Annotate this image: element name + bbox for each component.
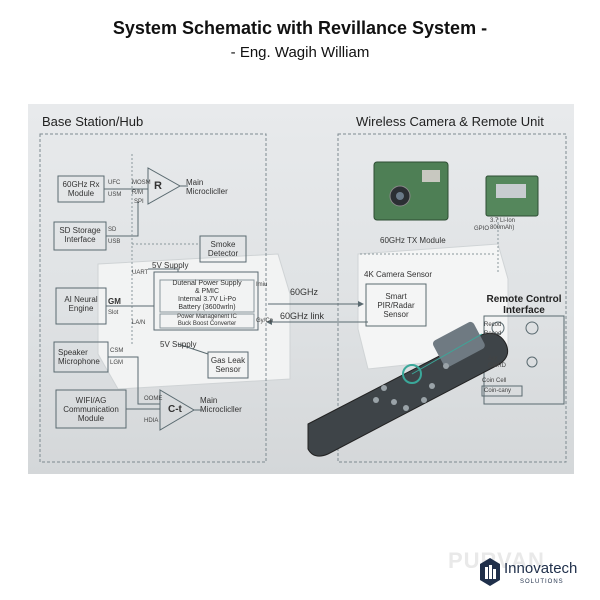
pir-sensor-label: Smart PIR/Radar Sensor (377, 292, 415, 319)
battery-chip (496, 184, 526, 198)
amp-pin-2: R/M (132, 190, 143, 196)
speaker-pin-2: LGM (110, 360, 124, 366)
remote-control-device (307, 332, 509, 457)
remote-node-2 (525, 321, 539, 335)
remote-button-6 (403, 405, 409, 411)
remote-screen (432, 321, 485, 368)
supply-top-label: 5V Supply (152, 261, 189, 270)
speaker-label: Speaker Microphone (58, 348, 100, 366)
remote-control-title: Remote Control Interface (486, 294, 562, 316)
wire-supply (148, 268, 209, 355)
aor-label: Aor CMRD (488, 356, 506, 369)
smoke-detector-box (199, 235, 247, 263)
remote-node-3 (526, 356, 538, 368)
base-station-title: Base Station/Hub (42, 114, 144, 129)
amp-bottom-letter: C-t (168, 404, 182, 415)
remote-unit-title: Wireless Camera & Remote Unit (356, 114, 544, 129)
sd-pin-2: USB (108, 239, 121, 245)
remote-button-4 (429, 383, 435, 389)
buck-box (159, 313, 255, 329)
wire-wifi (108, 356, 202, 411)
brand-sub: SOLUTIONS (520, 579, 564, 585)
ai-engine-label: AI Neural Engine (64, 295, 98, 313)
ai-pin-1: GM (108, 297, 121, 306)
supply-bottom-label: 5V Supply (160, 340, 197, 349)
wire-sd (106, 202, 139, 237)
pmic-box (159, 279, 255, 313)
amplifier-bottom (159, 389, 195, 431)
wifi-module-label: WIFI/AG Communication Module (63, 396, 119, 423)
sd-pin-1: SD (108, 227, 117, 233)
wifi-pin-1: OOME (144, 396, 163, 402)
amp-top-letter: R (154, 180, 162, 192)
link-arrowhead-bottom (266, 319, 272, 325)
wire-bus (131, 154, 200, 344)
smoke-detector-label: Smoke Detector (207, 240, 239, 258)
power-supply-box (153, 271, 259, 331)
base-station-border (39, 133, 267, 463)
base-station-device (97, 253, 291, 390)
gpio-label: GPIO (474, 226, 490, 232)
tx-module-label: 60GHz TX Module (380, 236, 446, 245)
wifi-pin-2: HDIA (144, 418, 159, 424)
main-mcu-bottom-label: Main Microclicller (200, 396, 242, 414)
remote-button-1 (381, 385, 387, 391)
side-pin-1: Imiu (256, 282, 268, 288)
speaker-pin-1: CSM (110, 348, 124, 354)
coin-cell-box (481, 385, 523, 397)
innovatech-logo (480, 558, 500, 586)
rx-pin-1: UFC (108, 180, 121, 186)
rx-pin-2: USM (108, 192, 122, 198)
amp-pin-3: SPI (134, 199, 144, 205)
record-label-2: Recod (484, 331, 502, 337)
power-supply-label: Dutenal Power Supply & PMIC Internal 3.7… (172, 280, 242, 311)
gas-sensor-label: Gas Leak Sensor (210, 356, 246, 374)
main-mcu-top-label: Main Microclicller (186, 178, 228, 196)
gas-sensor-box (207, 351, 249, 379)
pcb-chip (422, 170, 440, 182)
camera-lens-inner (396, 192, 404, 200)
buck-converter-label: Power Managenent IC Buck Boost Converter (177, 314, 237, 327)
remote-unit-border (337, 133, 567, 463)
schematic-drawing (39, 133, 567, 463)
coin-cell-label: Coin Cell (482, 378, 507, 384)
ai-pin-2: Slot (108, 310, 119, 316)
remote-dpad (402, 364, 422, 384)
remote-button-3 (391, 399, 397, 405)
schematic-photo: Base Station/Hub Wireless Camera & Remot… (28, 104, 574, 474)
rx-module-label: 60GHz Rx Module (62, 180, 100, 198)
slot-label-2: LA/N (132, 320, 146, 326)
amplifier-top (147, 167, 182, 205)
remote-button-5 (421, 397, 427, 403)
battery-label: 3.7 Li-Ion 800mAh) (490, 218, 516, 231)
link-arrowhead-top (358, 301, 364, 307)
page-title: System Schematic with Revillance System … (112, 18, 488, 38)
page-subtitle: - Eng. Wagih William (230, 44, 370, 61)
link-label-top: 60GHz (290, 287, 319, 297)
remote-button-2 (373, 397, 379, 403)
coin-cany-label: Coin-cany (484, 388, 512, 394)
link-label-bottom: 60GHz link (280, 311, 325, 321)
amp-pin-1: MOSM (132, 180, 151, 186)
wire-rx (104, 185, 188, 190)
remote-node-1 (491, 321, 505, 335)
remote-signal-line (411, 333, 483, 375)
wire-right-bus (360, 214, 499, 274)
brand-name: Innovatech (504, 560, 578, 577)
pir-sensor-box (365, 283, 427, 327)
record-label-1: Recod (484, 322, 502, 328)
side-pin-2: Gy/Cp (256, 318, 274, 324)
sd-storage-label: SD Storage Interface (59, 226, 101, 244)
remote-button-7 (443, 363, 449, 369)
camera-sensor-label: 4K Camera Sensor (364, 270, 433, 279)
slot-label-1: UART (132, 270, 149, 276)
